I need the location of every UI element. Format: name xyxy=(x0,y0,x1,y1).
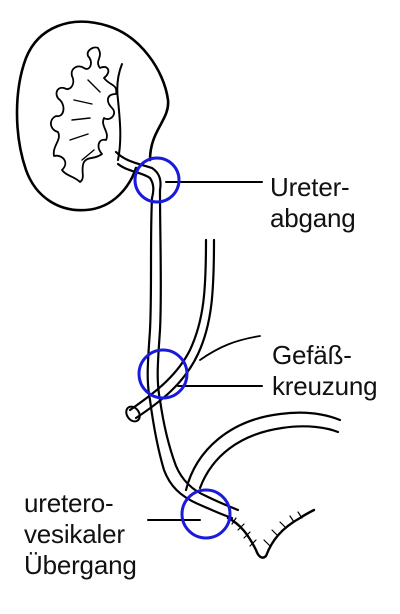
label-uv-line1: uretero- xyxy=(24,488,137,519)
renal-pelvis-outline xyxy=(117,64,122,160)
label-uv-line2: vesikaler xyxy=(24,519,137,550)
label-gefaesskreuzung: Gefäß- kreuzung xyxy=(272,340,377,402)
bladder-wall-outer xyxy=(186,413,340,490)
kidney-outline xyxy=(17,22,168,210)
bladder-wall-inner xyxy=(200,426,338,488)
highlight-circle-gefaesskreuzung xyxy=(139,350,187,398)
vessel-cut-end xyxy=(123,404,142,424)
label-gefaesskreuzung-line2: kreuzung xyxy=(272,371,377,402)
label-ureterabgang-line2: abgang xyxy=(270,203,356,234)
iliac-vessel-second xyxy=(200,336,260,360)
label-uv-line3: Übergang xyxy=(24,550,137,581)
label-gefaesskreuzung-line1: Gefäß- xyxy=(272,340,377,371)
calyx-detail xyxy=(70,80,100,160)
renal-calyces xyxy=(51,47,116,182)
highlight-circle-ureterabgang xyxy=(135,158,179,202)
label-ureterabgang: Ureter- abgang xyxy=(270,172,356,234)
label-ureterovesikaler-uebergang: uretero- vesikaler Übergang xyxy=(24,488,137,581)
label-ureterabgang-line1: Ureter- xyxy=(270,172,356,203)
